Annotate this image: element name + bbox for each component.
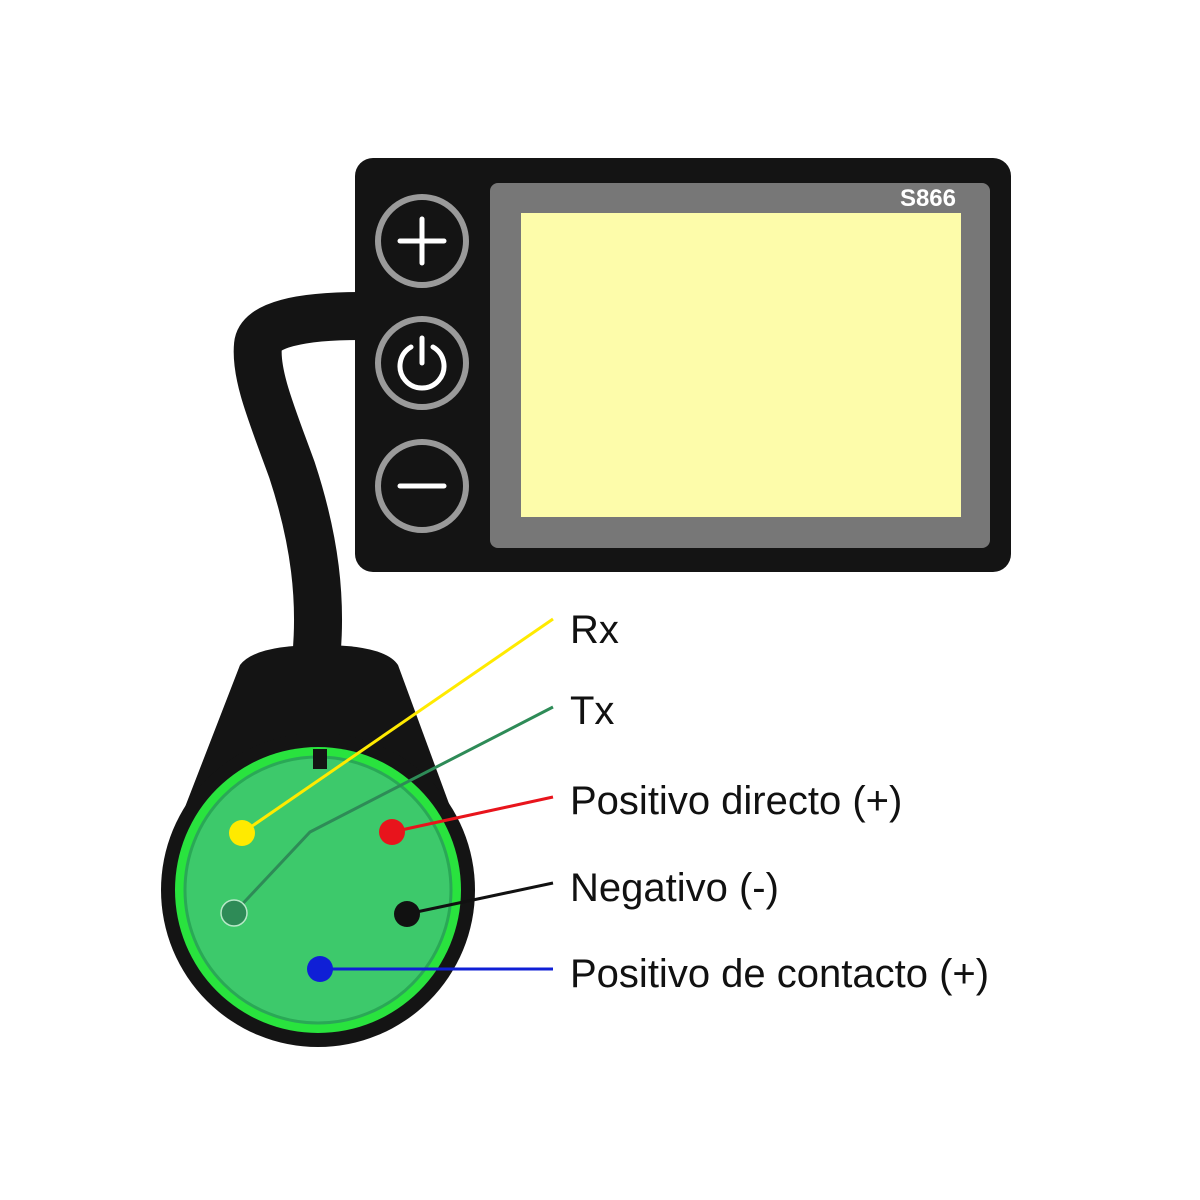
pin-tx <box>220 899 248 927</box>
pin-leader-positivo-directo <box>391 795 554 834</box>
label-positivo-directo: Positivo directo (+) <box>570 779 902 823</box>
display-screen <box>521 213 961 517</box>
label-tx: Tx <box>570 689 614 733</box>
display-unit: S866 <box>355 158 1011 572</box>
connector-key-notch <box>313 749 327 769</box>
pin-leader-tx <box>232 705 554 915</box>
pin-positivo-directo <box>379 819 405 845</box>
pin-leader-negativo <box>406 881 554 916</box>
plus-button[interactable] <box>375 194 469 288</box>
cable <box>233 292 384 684</box>
pin-negativo <box>394 901 420 927</box>
connector-pins <box>220 819 420 982</box>
power-button[interactable] <box>375 316 469 410</box>
power-icon <box>397 335 447 391</box>
model-label: S866 <box>900 185 956 212</box>
pin-labels: Rx Tx Positivo directo (+) Negativo (-) … <box>570 608 989 996</box>
pin-leader-lines <box>232 617 554 971</box>
label-positivo-contacto: Positivo de contacto (+) <box>570 952 989 996</box>
connector-face <box>183 755 453 1025</box>
label-rx: Rx <box>570 608 619 652</box>
plus-icon <box>397 216 447 266</box>
pin-positivo-contacto <box>307 956 333 982</box>
pin-leader-rx <box>241 617 554 835</box>
pin-rx <box>229 820 255 846</box>
label-negativo: Negativo (-) <box>570 866 779 910</box>
minus-button[interactable] <box>375 439 469 533</box>
